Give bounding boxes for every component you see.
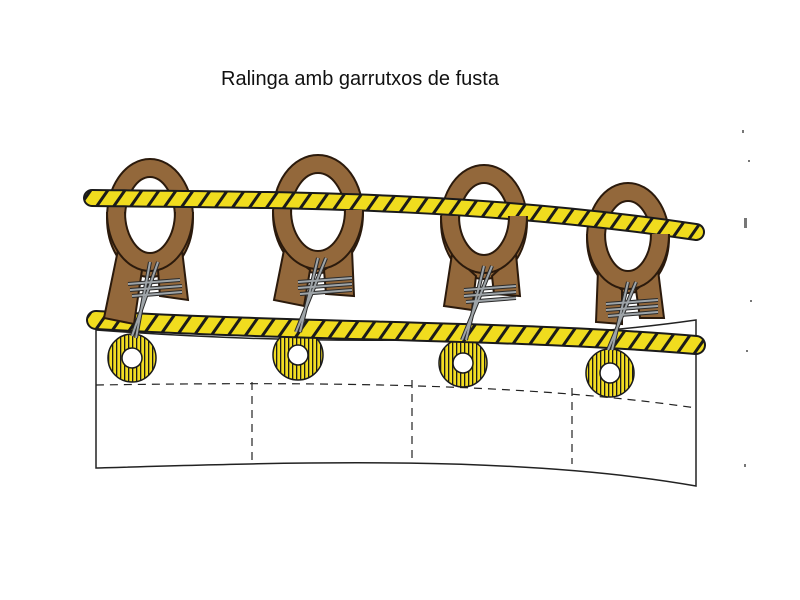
- grommet: [107, 333, 157, 383]
- scan-edge-specks: [742, 130, 752, 467]
- garrutxos: [102, 154, 670, 326]
- diagram-title: Ralinga amb garrutxos de fusta: [221, 68, 499, 90]
- sail-panel: [95, 319, 697, 487]
- grommets: [107, 329, 635, 398]
- sail-seam: [95, 383, 697, 409]
- grommet: [585, 348, 635, 398]
- grommet: [438, 338, 488, 388]
- grommet: [272, 329, 324, 381]
